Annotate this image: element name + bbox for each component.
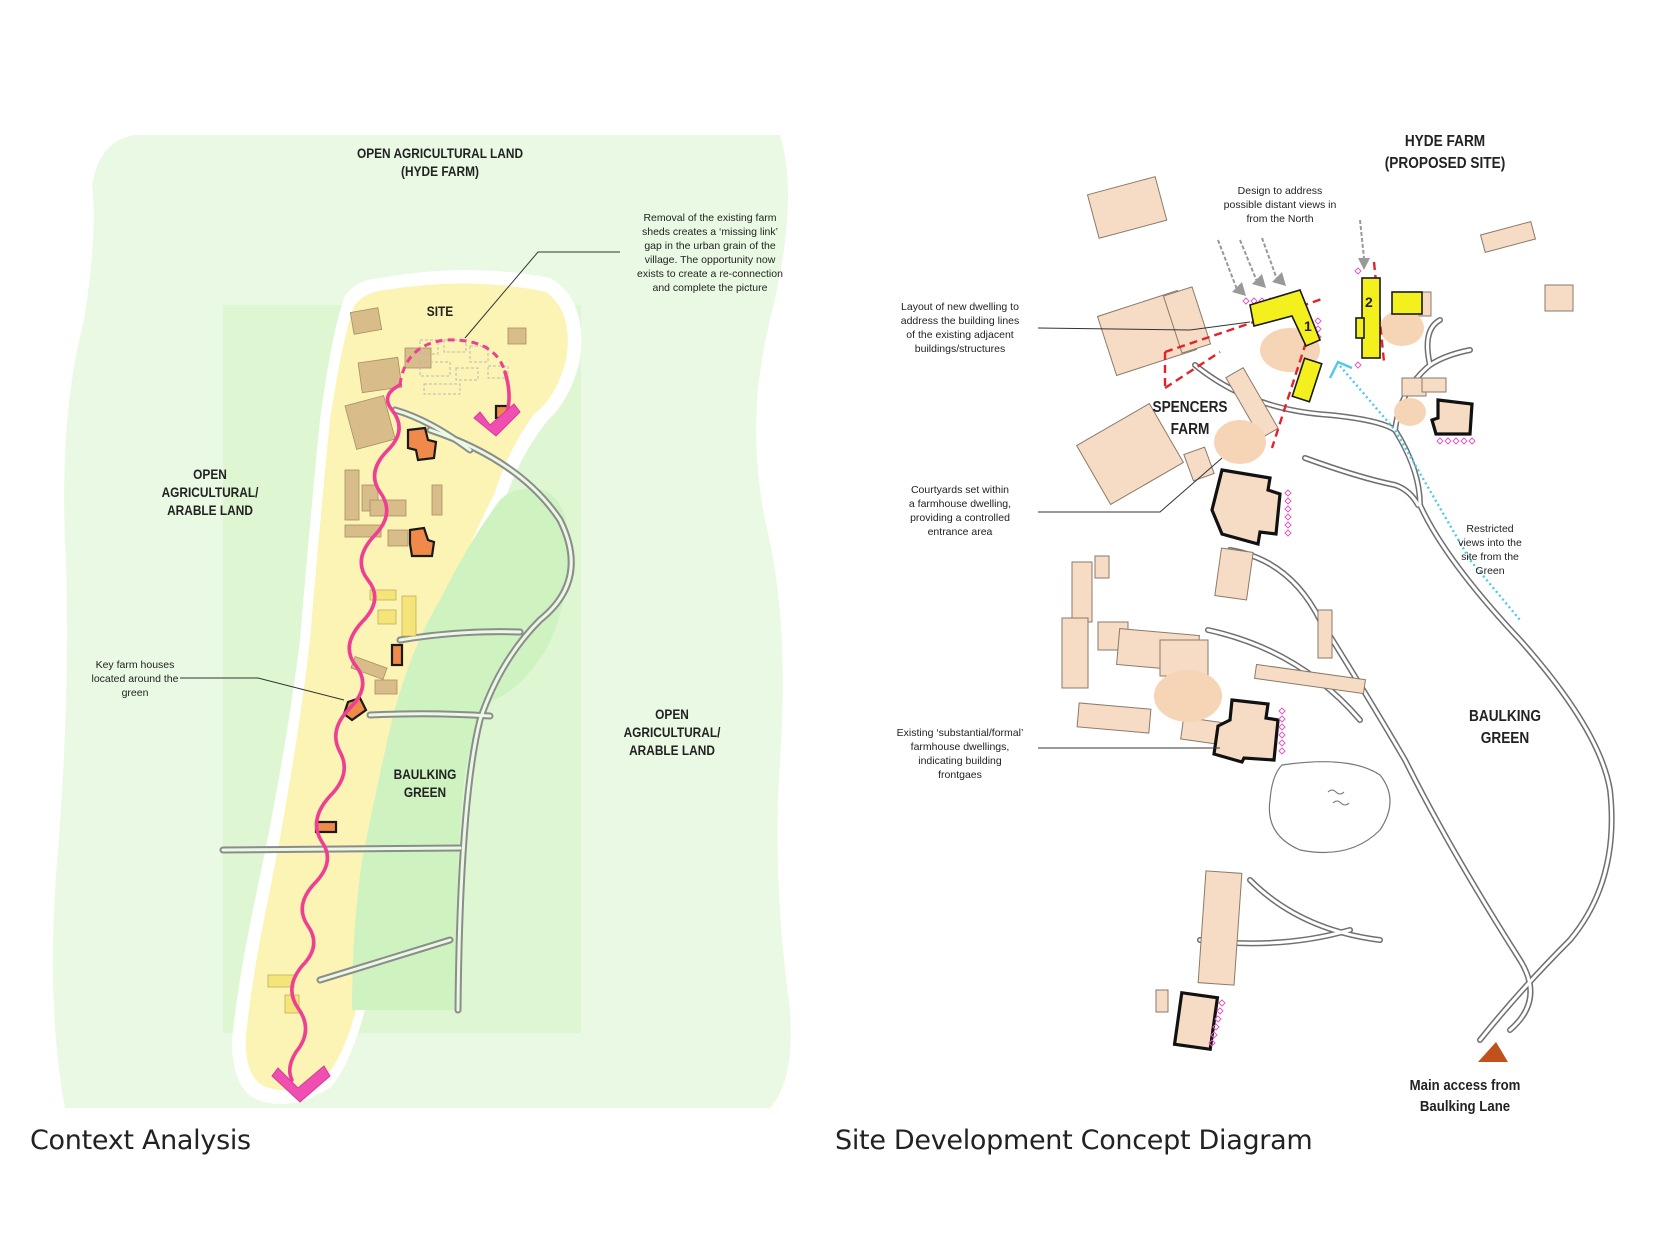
pond-ripples xyxy=(1327,789,1350,806)
note-existing-farmhouses: Existing ‘substantial/formal’ farmhouse … xyxy=(896,727,1024,781)
note-removal-of-sheds: Removal of the existing farm sheds creat… xyxy=(637,212,783,294)
caption-context-analysis: Context Analysis xyxy=(30,1125,251,1156)
distant-view-arrowheads xyxy=(1232,258,1370,296)
restricted-view-arrowhead xyxy=(1328,360,1353,379)
label-spencers-farm: SPENCERS FARM xyxy=(1152,399,1228,438)
baulking-green-area xyxy=(352,488,569,1010)
distant-view-arrows xyxy=(1217,219,1365,293)
dwelling-number-2: 2 xyxy=(1365,294,1373,310)
note-distant-views: Design to address possible distant views… xyxy=(1223,185,1337,225)
label-hyde-farm: HYDE FARM (PROPOSED SITE) xyxy=(1384,133,1506,172)
site-concept-panel xyxy=(1037,176,1615,1062)
restricted-view-line xyxy=(1339,365,1521,621)
main-access-arrow xyxy=(1478,1042,1508,1062)
dwelling-number-1: 1 xyxy=(1304,318,1312,334)
key-farmhouses xyxy=(314,404,510,834)
existing-buildings-right xyxy=(1061,176,1574,1013)
leader-lines-right xyxy=(1037,321,1251,749)
existing-buildings-left xyxy=(344,307,527,695)
label-site: SITE xyxy=(426,304,454,319)
note-courtyards: Courtyards set within a farmhouse dwelli… xyxy=(908,484,1012,538)
formal-farmhouses xyxy=(1172,398,1474,1052)
missing-link-route xyxy=(398,338,507,386)
note-key-farm-houses: Key farm houses located around the green xyxy=(91,659,179,699)
label-baulking-green-right: BAULKING GREEN xyxy=(1469,708,1541,747)
removed-farm-sheds xyxy=(419,339,509,395)
label-main-access: Main access from Baulking Lane xyxy=(1409,1077,1521,1115)
caption-site-development-concept: Site Development Concept Diagram xyxy=(835,1125,1313,1156)
label-baulking-green-left: BAULKING GREEN xyxy=(393,767,457,800)
label-open-arable-west: OPEN AGRICULTURAL/ ARABLE LAND xyxy=(161,467,259,518)
pond xyxy=(1268,761,1391,853)
context-analysis-panel xyxy=(52,135,791,1108)
label-open-arable-east: OPEN AGRICULTURAL/ ARABLE LAND xyxy=(623,707,721,758)
route-arrow-north xyxy=(473,403,521,437)
leader-lines-left xyxy=(180,251,620,701)
new-dwellings xyxy=(1249,277,1423,403)
minor-buildings-left xyxy=(267,589,417,1014)
roads-left-inner xyxy=(221,408,573,1012)
route-arrow-south xyxy=(271,1065,331,1103)
note-layout-new-dwelling: Layout of new dwelling to address the bu… xyxy=(900,301,1020,355)
note-restricted-views: Restricted views into the site from the … xyxy=(1458,523,1522,577)
label-open-agricultural-land-north: OPEN AGRICULTURAL LAND (HYDE FARM) xyxy=(356,146,524,179)
